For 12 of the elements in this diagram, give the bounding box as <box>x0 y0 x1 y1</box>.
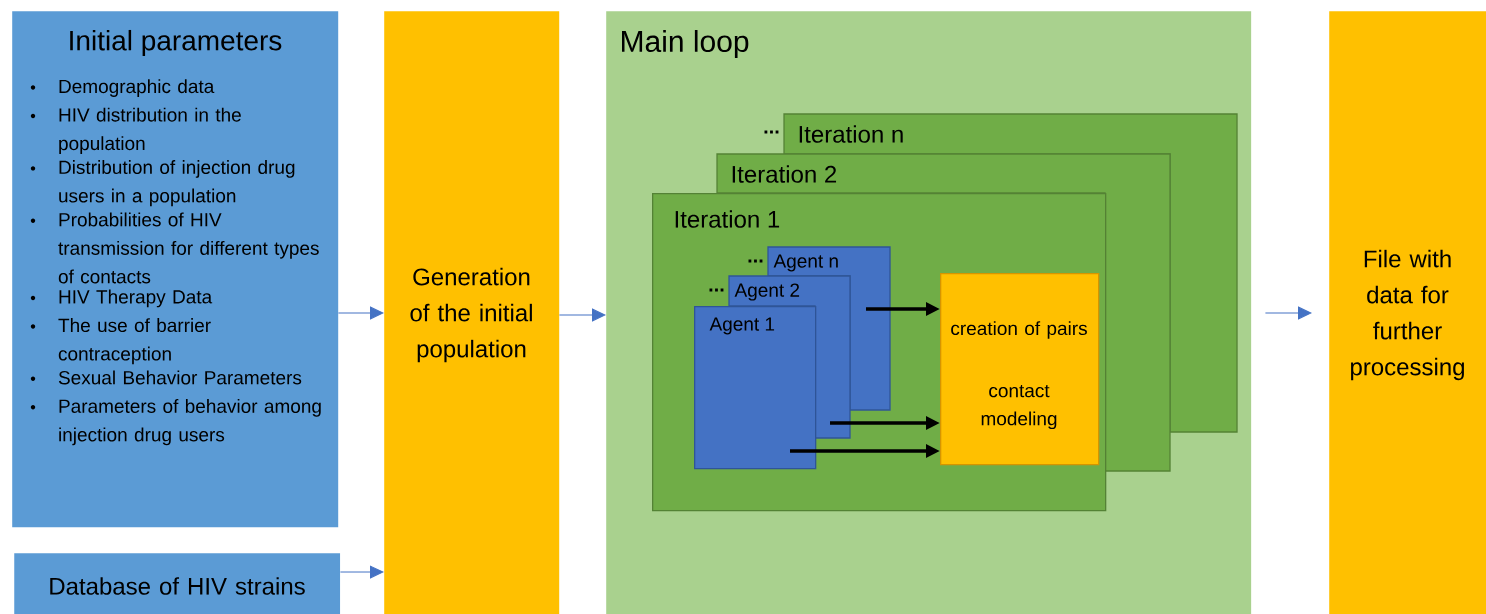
input-box: Database of HIV strains <box>14 553 341 614</box>
agent-card: Agent 1 <box>694 306 817 470</box>
parameter-list-box: Initial parameters Demographic data HIV distribution in the population Distribution of injection drug users in a population Probabilities of HIV transmission for different types of contacts HIV Therapy Data The use of barrier contraception Sexual Behavior Parameters Parameters of behavior among injection drug users <box>12 11 339 528</box>
arrow <box>337 306 384 320</box>
ellipsis-text: ... <box>764 130 779 134</box>
process-box: Generation of the initial population <box>384 11 560 614</box>
process-box: creation of pairs contact modeling <box>940 273 1100 466</box>
ellipsis-text: ... <box>748 259 763 263</box>
arrow <box>339 565 384 579</box>
arrow <box>1264 306 1312 320</box>
output-box: File with data for further processing <box>1329 11 1486 614</box>
arrow <box>558 308 606 322</box>
